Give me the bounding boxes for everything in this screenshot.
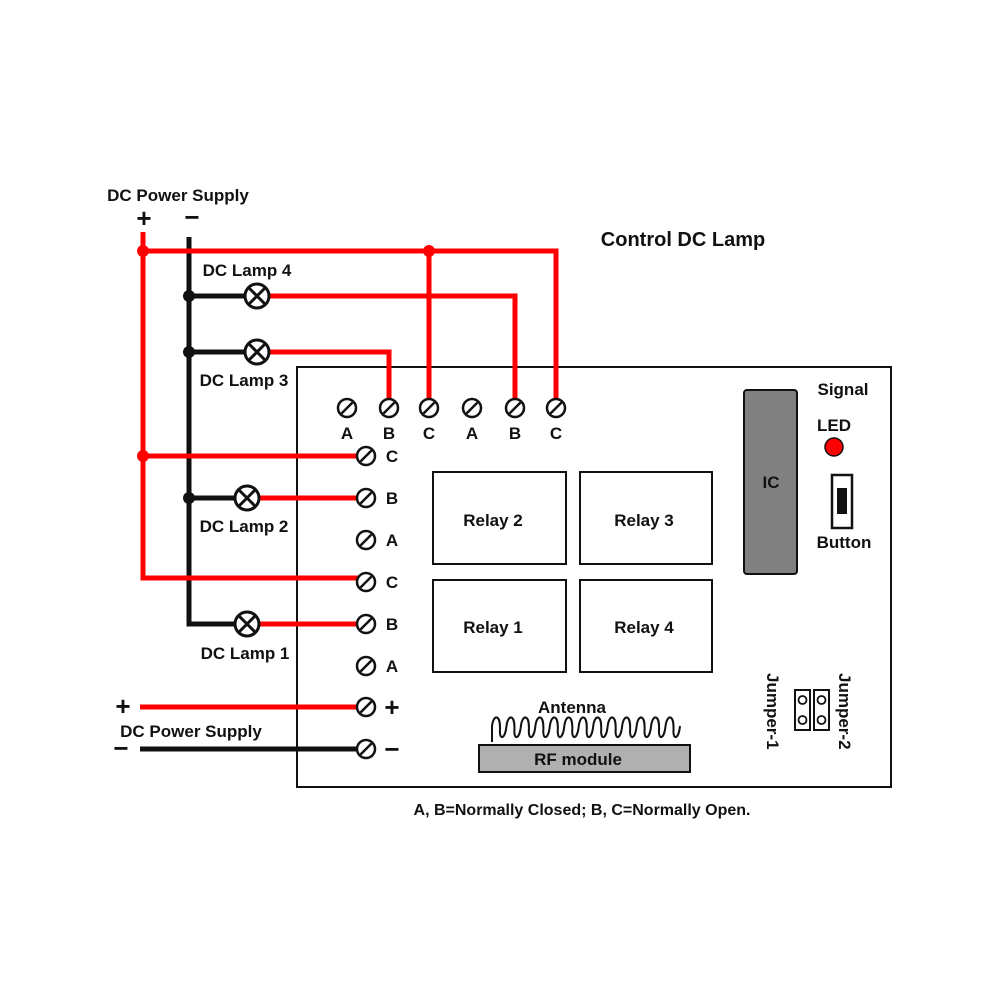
lamp-3-label: DC Lamp 3	[200, 371, 289, 390]
lamp-1-label: DC Lamp 1	[201, 644, 290, 663]
positive-bus-wire	[140, 232, 360, 581]
ic-chip: IC	[743, 389, 798, 575]
antenna-label: Antenna	[538, 698, 607, 717]
signal-led	[824, 437, 844, 457]
led-label: LED	[817, 416, 851, 435]
junctions	[137, 245, 435, 504]
top-power-supply-label: DC Power Supply	[107, 186, 249, 205]
top-terminal-screw[interactable]	[336, 397, 358, 419]
left-terminal-label: −	[384, 734, 399, 764]
left-terminal-label: C	[386, 447, 398, 466]
relay-1-label: Relay 1	[463, 618, 523, 637]
lamp-3	[243, 338, 271, 366]
relay-3-label: Relay 3	[614, 511, 674, 530]
bottom-power-minus-sign: −	[113, 733, 128, 763]
relay-2: Relay 2	[432, 471, 567, 565]
top-terminal-screw[interactable]	[545, 397, 567, 419]
lamp-2	[233, 484, 261, 512]
left-terminal-screw[interactable]	[355, 445, 377, 467]
ic-label: IC	[763, 473, 780, 492]
relay-4: Relay 4	[579, 579, 713, 673]
jumper-1-label: Jumper-1	[763, 673, 782, 750]
jumper-2-label: Jumper-2	[835, 673, 854, 750]
junction-dot	[137, 245, 149, 257]
left-terminal-block: C B A C B A + −	[355, 445, 400, 764]
top-terminal-screw[interactable]	[378, 397, 400, 419]
rf-module: RF module	[478, 744, 691, 773]
left-terminal-screw[interactable]	[355, 696, 377, 718]
lamp-4-label: DC Lamp 4	[203, 261, 292, 280]
left-terminal-label: A	[386, 657, 398, 676]
rf-module-label: RF module	[534, 750, 622, 769]
junction-dot	[137, 450, 149, 462]
junction-dot	[183, 290, 195, 302]
button-label: Button	[817, 533, 872, 552]
left-terminal-screw[interactable]	[355, 571, 377, 593]
top-terminal-screw[interactable]	[461, 397, 483, 419]
top-terminal-label: A	[466, 424, 478, 443]
relay-4-label: Relay 4	[614, 618, 674, 637]
signal-label: Signal	[817, 380, 868, 399]
left-terminal-label: C	[386, 573, 398, 592]
top-terminal-label: C	[550, 424, 562, 443]
left-terminal-screw[interactable]	[355, 655, 377, 677]
lamp4-to-relay-wire	[270, 293, 518, 400]
contact-note: A, B=Normally Closed; B, C=Normally Open…	[414, 802, 751, 819]
lamp-4	[243, 282, 271, 310]
positive-top-wire	[143, 248, 559, 400]
top-terminal-screw[interactable]	[418, 397, 440, 419]
relay-1: Relay 1	[432, 579, 567, 673]
bottom-power-plus-sign: +	[115, 691, 130, 721]
junction-dot	[423, 245, 435, 257]
left-terminal-screw[interactable]	[355, 487, 377, 509]
left-terminal-label: A	[386, 531, 398, 550]
negative-bus-wire	[186, 237, 236, 627]
top-terminal-label: A	[341, 424, 353, 443]
learn-button	[830, 473, 854, 530]
junction-dot	[183, 346, 195, 358]
left-terminal-label: +	[384, 692, 399, 722]
relay-2-label: Relay 2	[463, 511, 523, 530]
lamp-1	[233, 610, 261, 638]
diagram-title: Control DC Lamp	[601, 229, 765, 251]
antenna-coil	[491, 716, 681, 742]
top-terminal-label: C	[423, 424, 435, 443]
wires	[140, 232, 559, 752]
lamp-2-label: DC Lamp 2	[200, 517, 289, 536]
jumper-1	[794, 689, 811, 731]
relay-3: Relay 3	[579, 471, 713, 565]
jumper-2	[813, 689, 830, 731]
top-terminal-label: B	[509, 424, 521, 443]
top-terminal-label: B	[383, 424, 395, 443]
lamp3-to-relay-wire	[270, 349, 392, 400]
left-terminal-screw[interactable]	[355, 613, 377, 635]
left-terminal-screw[interactable]	[355, 738, 377, 760]
junction-dot	[183, 492, 195, 504]
top-power-minus-sign: −	[184, 202, 199, 232]
bottom-power-supply-label: DC Power Supply	[120, 722, 262, 741]
top-power-plus-sign: +	[136, 203, 151, 233]
top-terminal-screw[interactable]	[504, 397, 526, 419]
left-terminal-label: B	[386, 489, 398, 508]
left-terminal-label: B	[386, 615, 398, 634]
left-terminal-screw[interactable]	[355, 529, 377, 551]
